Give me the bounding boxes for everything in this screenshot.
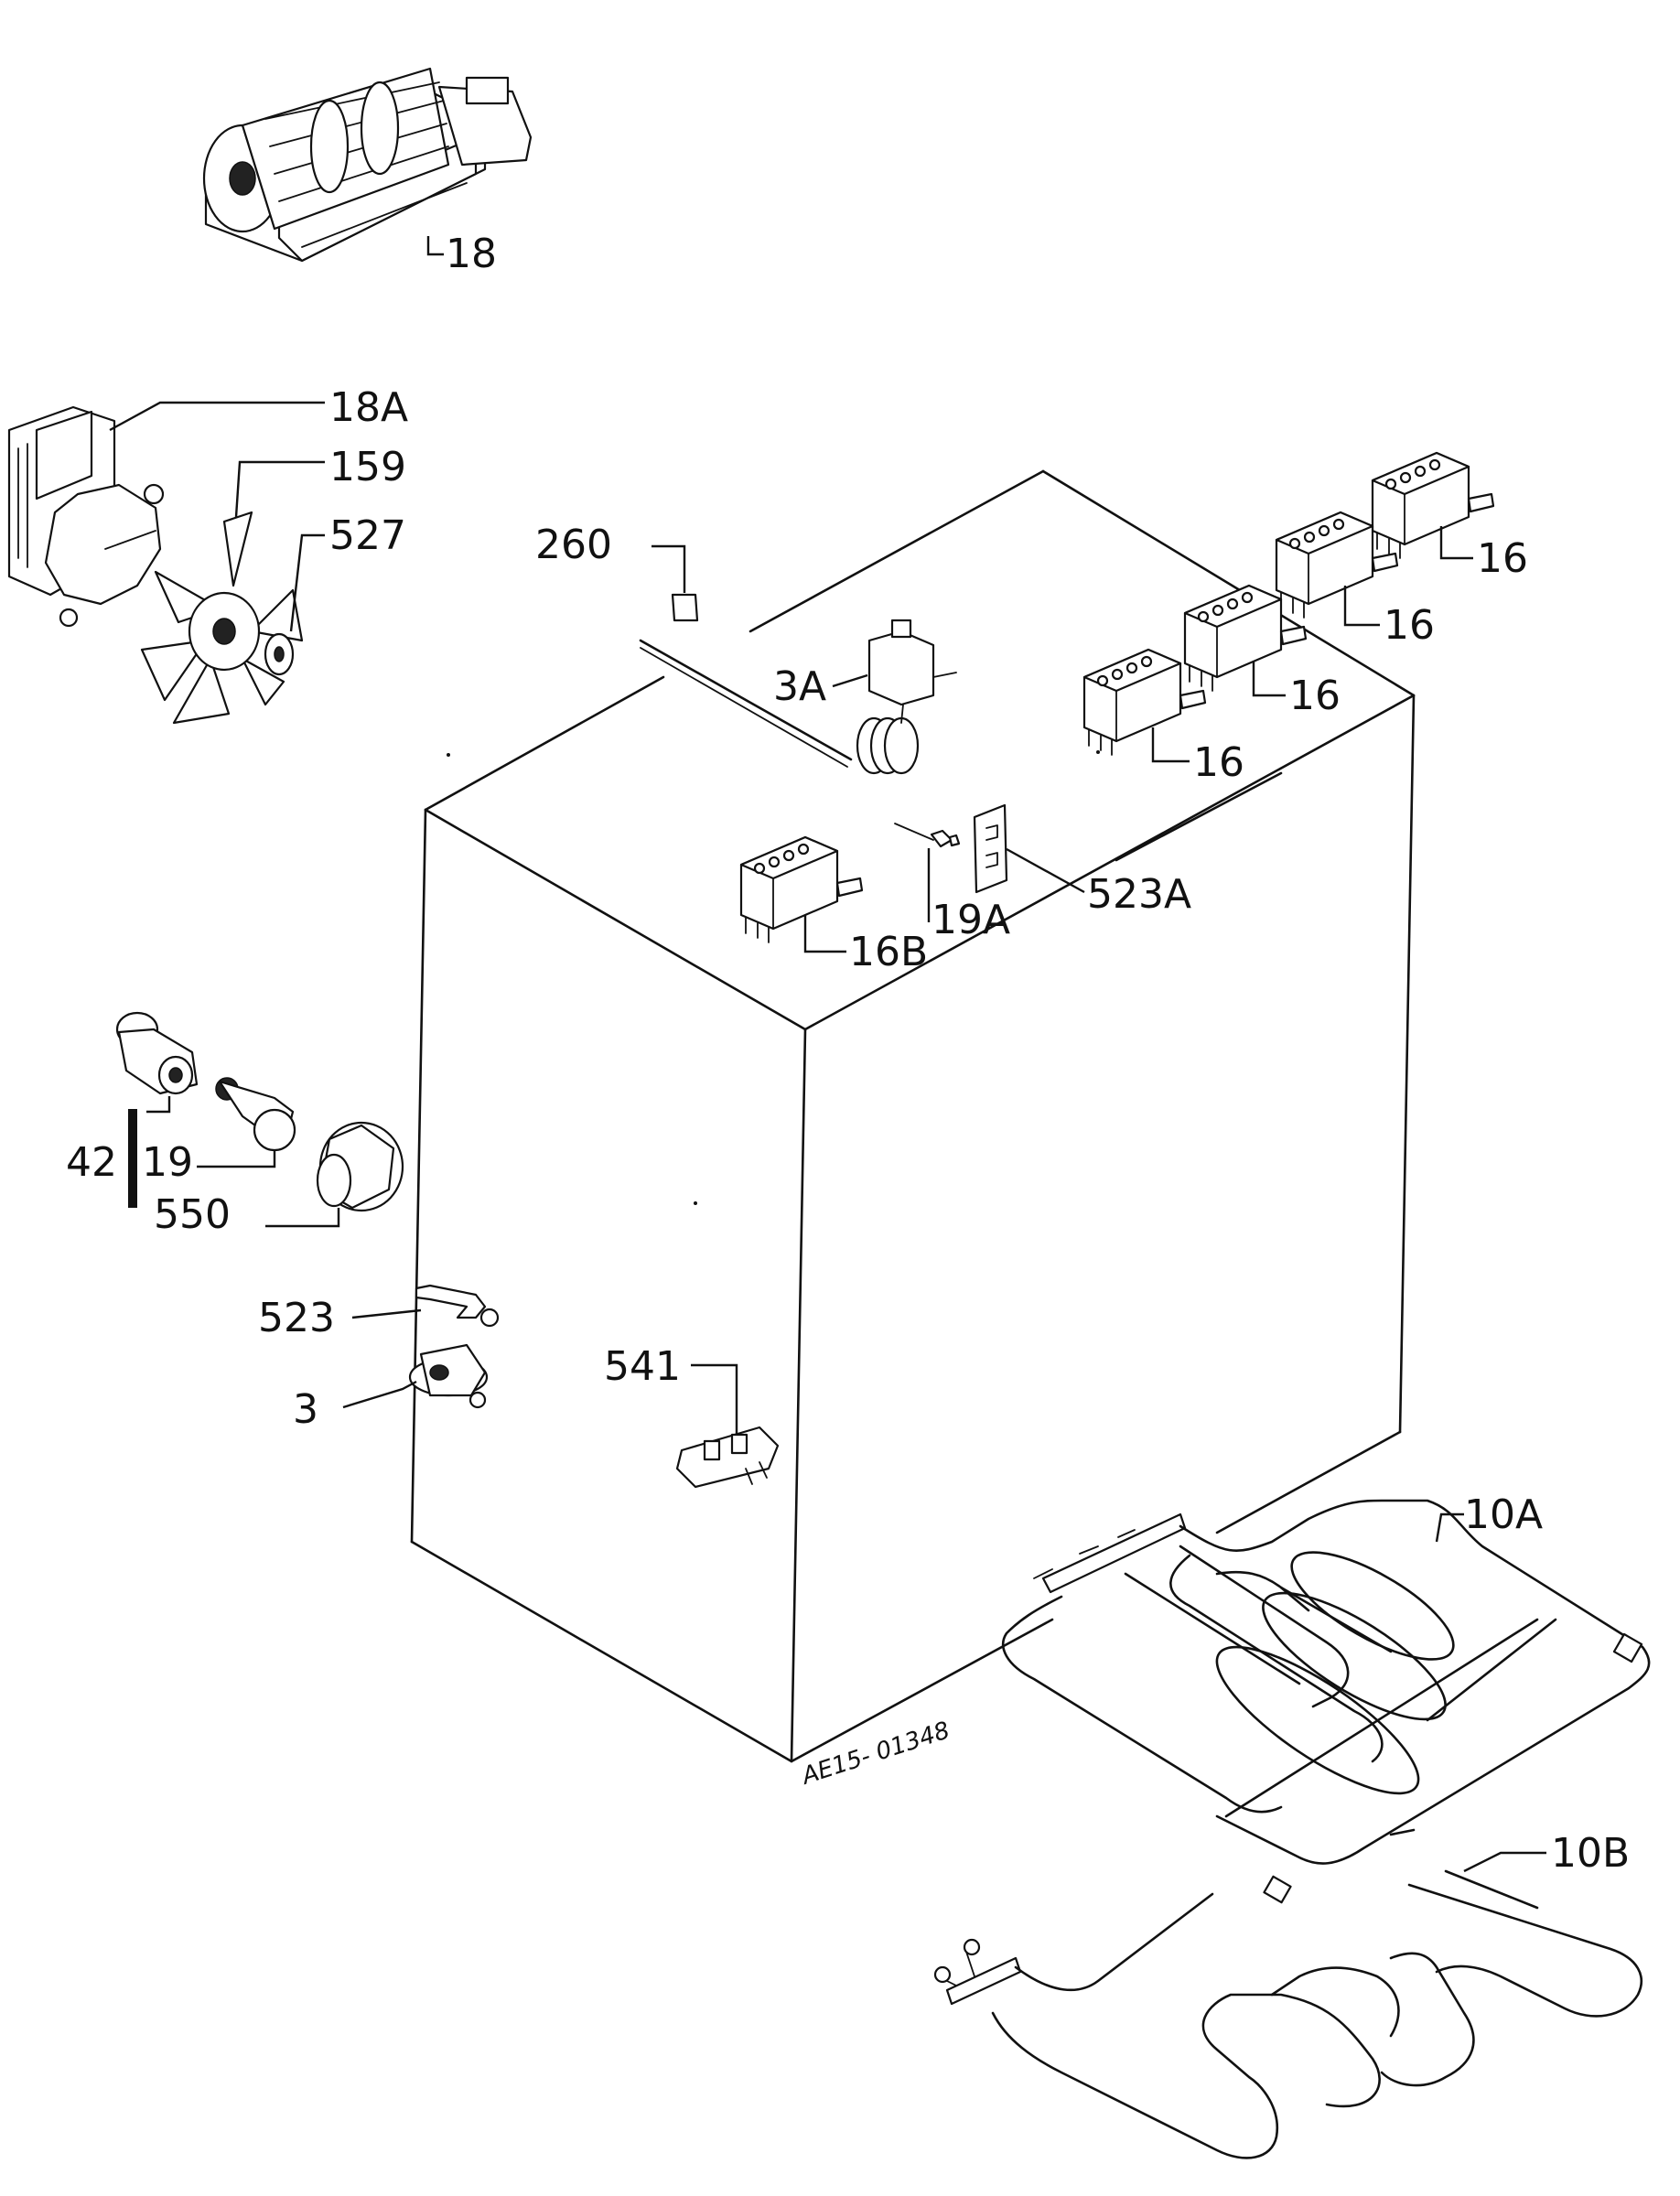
nut-part-527 — [264, 632, 295, 676]
label-159: 159 — [329, 444, 406, 490]
lamp-cover-part-550 — [316, 1121, 404, 1212]
fan-blade-part-159 — [140, 511, 304, 725]
leader-10a — [1435, 1512, 1464, 1543]
tangential-fan-part-18 — [202, 67, 533, 263]
leader-19 — [197, 1151, 276, 1168]
label-260: 260 — [535, 522, 612, 568]
clip-part-523 — [415, 1284, 500, 1328]
leader-523 — [351, 1308, 422, 1319]
label-541: 541 — [604, 1343, 681, 1390]
label-3a: 3A — [773, 663, 826, 710]
fan-motor-part-18a — [7, 405, 165, 628]
label-3: 3 — [293, 1386, 318, 1433]
bottom-element-part-10b — [933, 1869, 1643, 2159]
leader-18 — [426, 236, 444, 256]
label-19: 19 — [142, 1139, 193, 1186]
clip-plate-part-523a — [973, 803, 1008, 894]
label-523a: 523A — [1087, 871, 1191, 918]
leader-10b — [1463, 1851, 1546, 1873]
oven-cabinet-box — [410, 469, 1416, 1763]
grill-element-part-10a — [1001, 1499, 1651, 1904]
lamp-holder-part-42 — [115, 1011, 199, 1095]
speck — [694, 1201, 697, 1205]
label-18: 18 — [446, 231, 497, 277]
speck — [1096, 750, 1100, 754]
label-527: 527 — [329, 512, 406, 559]
label-16-2: 16 — [1384, 602, 1435, 649]
speck — [447, 753, 450, 757]
leader-16-4 — [1151, 727, 1190, 763]
leader-3a — [832, 673, 868, 688]
probe-bracket-part-260 — [671, 593, 699, 622]
leader-550 — [265, 1208, 340, 1228]
lamp-bulb-part-19 — [215, 1077, 296, 1152]
leader-541 — [691, 1363, 738, 1435]
label-16-3: 16 — [1289, 673, 1341, 719]
label-550: 550 — [154, 1191, 231, 1238]
label-16-4: 16 — [1193, 739, 1244, 786]
leader-16-2 — [1343, 586, 1380, 627]
leader-260 — [652, 544, 686, 593]
label-16-1: 16 — [1477, 535, 1528, 582]
switch-part-16-1 — [1371, 451, 1495, 560]
safety-thermostat-part-3 — [408, 1343, 489, 1409]
leader-16-1 — [1439, 526, 1473, 560]
switch-part-16-4 — [1082, 648, 1207, 757]
label-10a: 10A — [1464, 1491, 1543, 1538]
door-switch-part-541 — [675, 1426, 780, 1489]
label-18a: 18A — [329, 384, 408, 431]
label-42: 42 — [66, 1139, 117, 1186]
leader-16b — [803, 915, 846, 953]
label-10b: 10B — [1551, 1830, 1630, 1877]
switch-part-16b — [739, 835, 864, 944]
label-523: 523 — [258, 1295, 335, 1341]
leader-18a — [109, 401, 325, 432]
leader-159 — [234, 460, 325, 518]
leader-523a — [1006, 847, 1085, 894]
leader-3 — [342, 1380, 417, 1409]
leader-527 — [289, 533, 325, 632]
label-19a: 19A — [932, 897, 1010, 943]
sensor-part-19a — [894, 823, 961, 848]
leader-16-3 — [1252, 661, 1286, 697]
drawing-code: AE15- 01348 — [797, 1717, 953, 1791]
leader-42 — [146, 1096, 171, 1114]
switch-part-16-3 — [1183, 584, 1308, 693]
label-16b: 16B — [849, 929, 928, 975]
thermostat-part-3a — [639, 619, 957, 775]
